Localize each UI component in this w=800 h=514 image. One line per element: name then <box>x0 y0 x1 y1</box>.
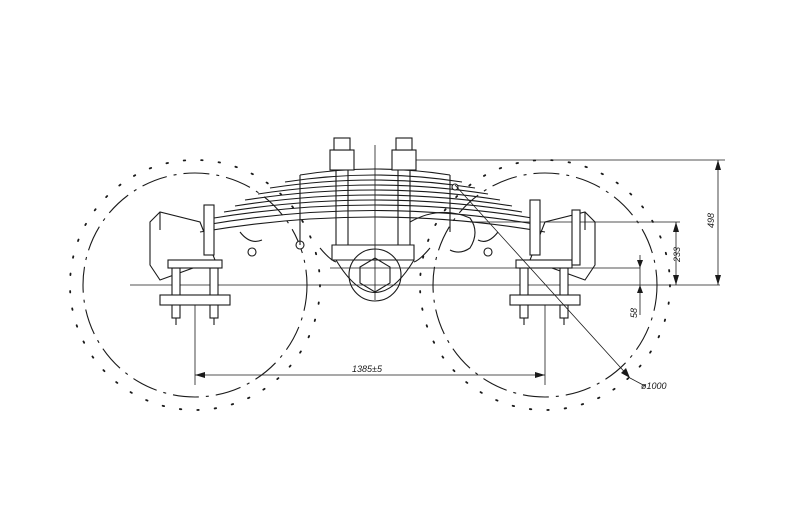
axle-height-label: 233 <box>672 247 682 263</box>
overall-height-label: 498 <box>706 213 716 228</box>
dimension-offset: 58 <box>629 255 643 318</box>
left-axle-seat <box>149 204 231 325</box>
leaf-spring <box>199 168 546 253</box>
right-axle-seat <box>509 199 596 325</box>
dimension-wheel-diameter: ø1000 <box>641 381 667 391</box>
wheelbase-label: 1385±5 <box>352 364 383 374</box>
dimension-axle-height: 233 <box>672 222 682 285</box>
diameter-leader <box>454 184 646 387</box>
offset-label: 58 <box>629 308 639 318</box>
dimension-wheelbase: 1385±5 <box>195 364 545 378</box>
reference-lines <box>130 145 725 385</box>
dimension-overall-height: 498 <box>706 160 721 285</box>
wheel-diameter-label: ø1000 <box>641 381 667 391</box>
spring-eyes <box>247 183 493 257</box>
centre-trunnion <box>319 137 431 302</box>
